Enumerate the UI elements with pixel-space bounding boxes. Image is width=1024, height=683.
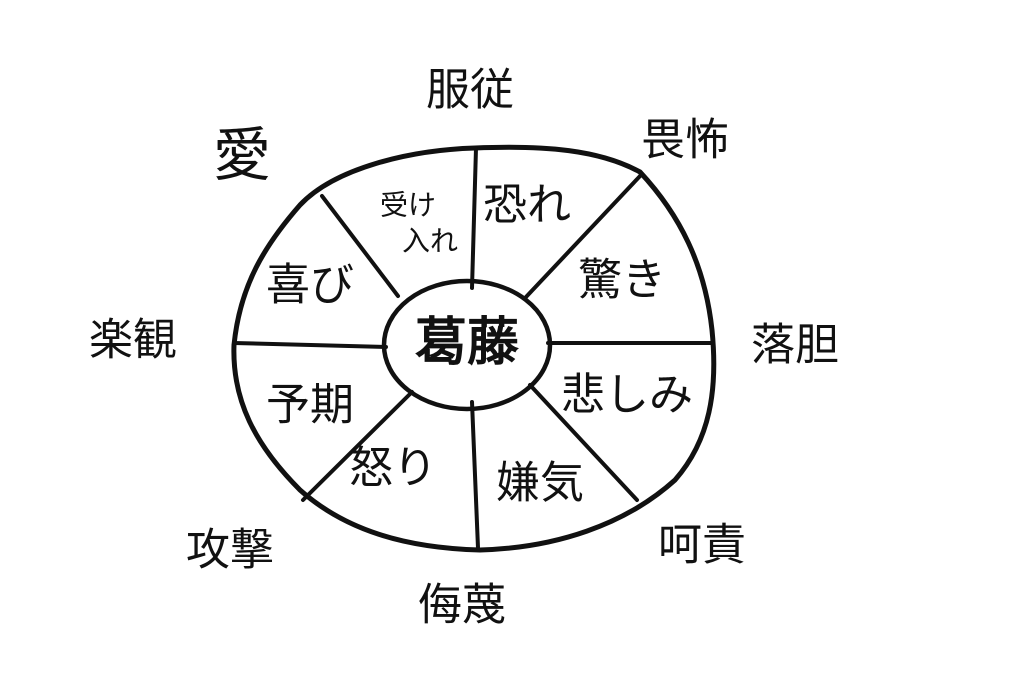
inner-label-sadness: 悲しみ [561, 370, 693, 421]
inner-label-joy: 喜び [266, 260, 354, 311]
outer-emotions: 愛 服従 畏怖 落胆 呵責 侮蔑 攻撃 楽観 [89, 65, 839, 631]
inner-label-anticipation: 予期 [266, 380, 354, 431]
spoke-anger-anticipation [301, 390, 414, 502]
spoke-sadness-disgust [528, 383, 639, 502]
outer-label-submission: 服従 [426, 65, 514, 116]
inner-label-acceptance-line2: 入れ [402, 225, 458, 258]
spoke-anticipation-joy [232, 341, 388, 349]
spoke-fear-surprise [524, 173, 643, 299]
inner-label-surprise: 驚き [578, 255, 666, 306]
inner-label-anger: 怒り [349, 443, 437, 494]
outer-label-love: 愛 [213, 121, 271, 189]
spoke-acceptance-fear [470, 146, 478, 290]
outer-label-optimism: 楽観 [89, 315, 177, 366]
spoke-joy-acceptance [320, 194, 400, 298]
outer-ring [231, 144, 717, 553]
outer-label-remorse: 呵責 [658, 520, 746, 571]
outer-label-awe: 畏怖 [641, 115, 729, 166]
outer-label-contempt: 侮蔑 [418, 580, 506, 631]
center-label: 葛藤 [415, 313, 520, 373]
inner-ring [381, 278, 553, 412]
inner-label-fear: 恐れ [483, 180, 571, 231]
inner-label-acceptance-line1: 受け [380, 189, 436, 222]
spoke-disgust-anger [470, 400, 480, 550]
outer-label-aggressiveness: 攻撃 [186, 525, 274, 576]
inner-emotions: 受け 入れ 恐れ 驚き 悲しみ 嫌気 怒り 予期 喜び [266, 180, 693, 509]
outer-label-disappointment: 落胆 [751, 320, 839, 371]
inner-label-disgust: 嫌気 [496, 458, 584, 509]
